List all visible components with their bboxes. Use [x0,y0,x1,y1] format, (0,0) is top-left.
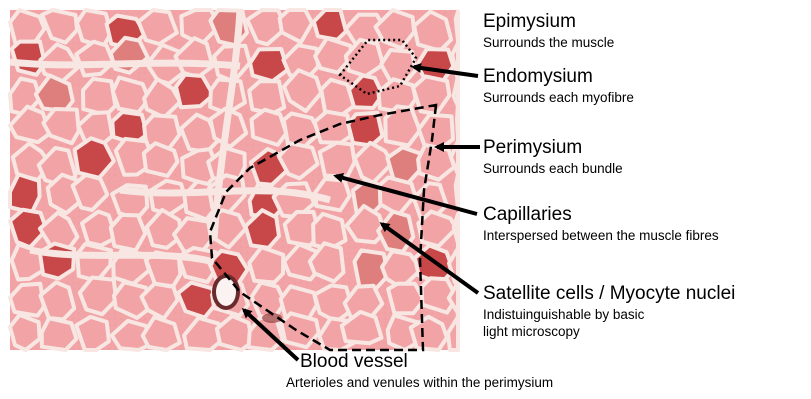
epimysium-description: Surrounds the muscle [483,35,614,52]
muscle-fibre [10,174,40,212]
muscle-fibre [249,318,283,350]
muscle-fibre [385,106,420,145]
blood-vessel-description: Arterioles and venules within the perimy… [286,375,553,392]
satellite-desc-line-1: Indistuinguishable by basic [483,307,735,324]
muscle-fibre [10,315,40,350]
muscle-fibre [144,143,178,176]
satellite-cells-title: Satellite cells / Myocyte nuclei [483,284,735,303]
label-endomysium: Endomysium Surrounds each myofibre [483,67,634,107]
capillaries-description: Interspersed between the muscle fibres [483,228,719,245]
muscle-fibre [315,112,351,143]
perimysium-description: Surrounds each bundle [483,161,623,178]
muscle-fibre [40,244,74,279]
muscle-fibre [348,113,382,146]
muscle-fibre [388,284,424,314]
satellite-desc-line-2: light microscopy [483,324,735,341]
muscle-fibre [281,313,318,347]
muscle-fibre [417,49,453,80]
muscle-fibre [456,174,458,209]
label-epimysium: Epimysium Surrounds the muscle [483,12,614,52]
muscle-fibre [250,49,288,81]
perimysium-title: Perimysium [483,138,623,157]
muscle-fibre [83,79,115,115]
muscle-fibre [113,78,149,113]
muscle-fibre [42,318,77,350]
muscle-fibre [76,317,109,350]
blood-vessel-title: Blood vessel [300,352,553,371]
muscle-fibre [111,215,146,251]
muscle-fibre [314,10,346,40]
epimysium-title: Epimysium [483,12,614,31]
label-blood-vessel: Blood vessel Arterioles and venules with… [300,352,553,392]
label-perimysium: Perimysium Surrounds each bundle [483,138,623,178]
muscle-fibre [320,143,355,177]
muscle-fibre [457,104,458,140]
label-satellite-cells: Satellite cells / Myocyte nuclei Indistu… [483,284,735,341]
muscle-fibre [252,110,287,145]
satellite-cells-description: Indistuinguishable by basic light micros… [483,307,735,341]
capillaries-title: Capillaries [483,205,719,224]
endomysium-title: Endomysium [483,67,634,86]
endomysium-description: Surrounds each myofibre [483,90,634,107]
label-capillaries: Capillaries Interspersed between the mus… [483,205,719,245]
connective-septum [10,62,240,66]
